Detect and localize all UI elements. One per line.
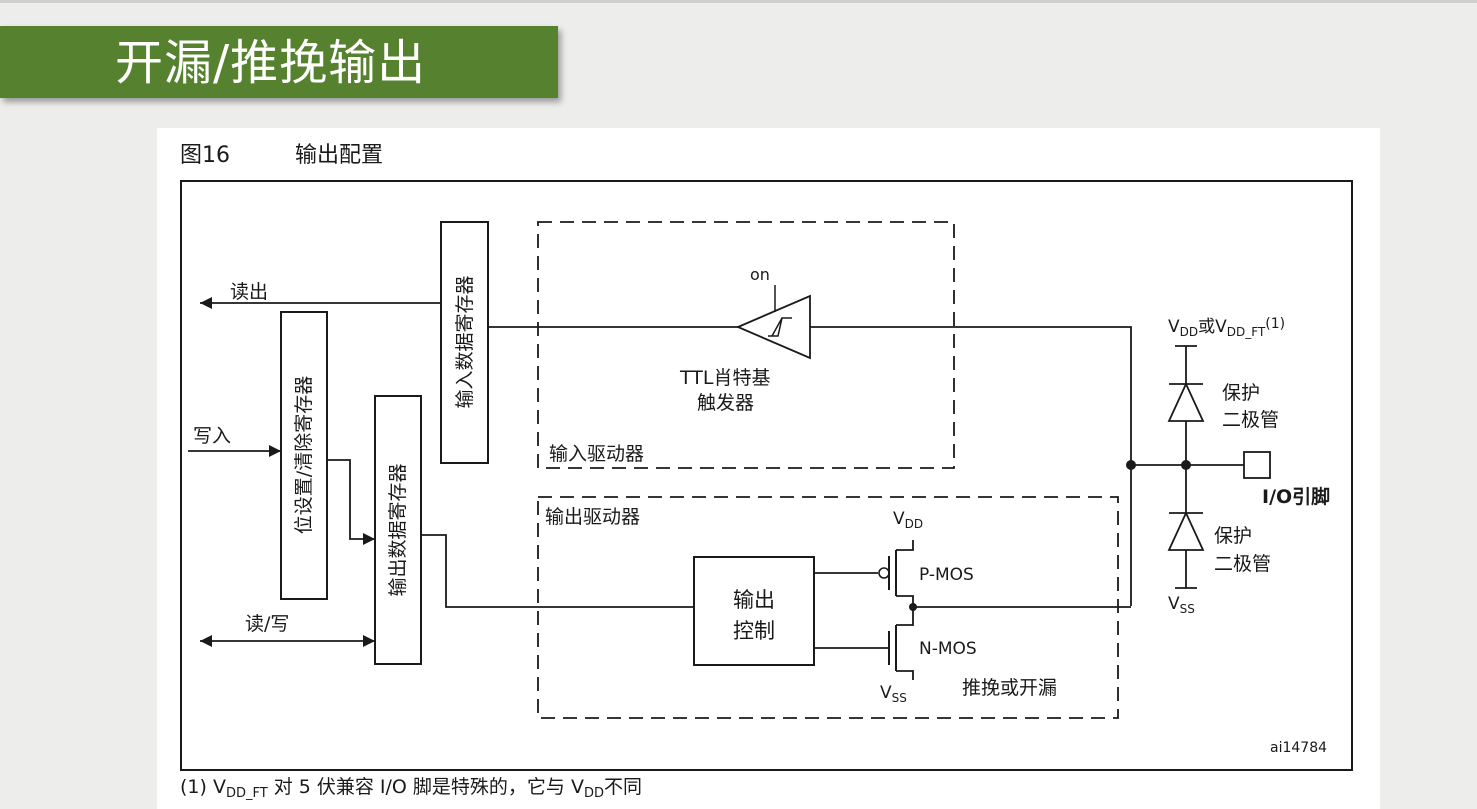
output-data-register [374,395,422,665]
hysteresis-icon [768,317,792,337]
diagram-frame [180,180,1353,771]
junction-dot-left [1126,460,1136,470]
figure-id-tag: ai14784 [1270,740,1327,756]
schmitt-label-line2: 触发器 [697,392,754,414]
input-data-register [440,221,489,464]
bottom-protection-diode [1167,510,1205,551]
schmitt-trigger-buffer [735,294,811,360]
output-control-line1: 输出 [733,588,775,612]
vss-label: VSS [880,683,907,705]
pmos-source [896,540,914,551]
set-reset-to-output-register-arrow [327,459,375,545]
slide-title-banner: 开漏/推挽输出 [0,26,558,98]
output-data-register-label: 输出数据寄存器 [387,463,409,596]
input-driver-label: 输入驱动器 [549,443,644,465]
write-in-label: 写入 [193,425,231,447]
vss-pin-label: VSS [1168,594,1195,616]
bottom-diode-label-line1: 保护 [1214,525,1252,547]
input-driver-box [537,221,955,469]
bottom-diode-label-line2: 二极管 [1214,553,1271,575]
vdd-label: VDD [893,509,923,531]
pmos-label: P-MOS [919,565,974,585]
top-diode-label-line1: 保护 [1222,382,1260,404]
output-control-line2: 控制 [733,619,775,643]
top-edge-line [0,0,1477,3]
pmos-gate-bubble [878,567,890,579]
schmitt-label-line1: TTL肖特基 [679,367,770,389]
top-protection-diode [1167,381,1205,422]
push-pull-open-drain-label: 推挽或开漏 [962,677,1057,699]
output-control-box [693,556,815,666]
nmos-label: N-MOS [919,639,977,659]
top-diode-label-line2: 二极管 [1222,409,1279,431]
read-write-label: 读/写 [245,613,289,635]
bit-set-reset-register-label: 位设置/清除寄存器 [293,376,315,534]
input-data-register-label: 输入数据寄存器 [454,275,476,408]
output-node-dot [909,603,917,611]
figure-number: 图16 [180,143,230,168]
io-pin-label: I/O引脚 [1262,486,1330,508]
read-out-label: 读出 [230,281,268,303]
on-label: on [750,265,770,284]
output-driver-label: 输出驱动器 [545,506,640,528]
io-pin-pad [1243,451,1271,479]
nmos-source [896,670,914,680]
vdd-or-vddft-label: VDD或VDD_FT(1) [1168,316,1285,339]
footnote: (1) VDD_FT 对 5 伏兼容 I/O 脚是特殊的，它与 VDD不同 [180,776,642,801]
slide-title: 开漏/推挽输出 [115,35,427,91]
pin-bus-wire [810,326,1132,606]
bit-set-reset-register [280,311,328,600]
output-register-wire [421,534,694,608]
nmos-drain [896,607,914,626]
figure-caption: 输出配置 [295,143,383,168]
